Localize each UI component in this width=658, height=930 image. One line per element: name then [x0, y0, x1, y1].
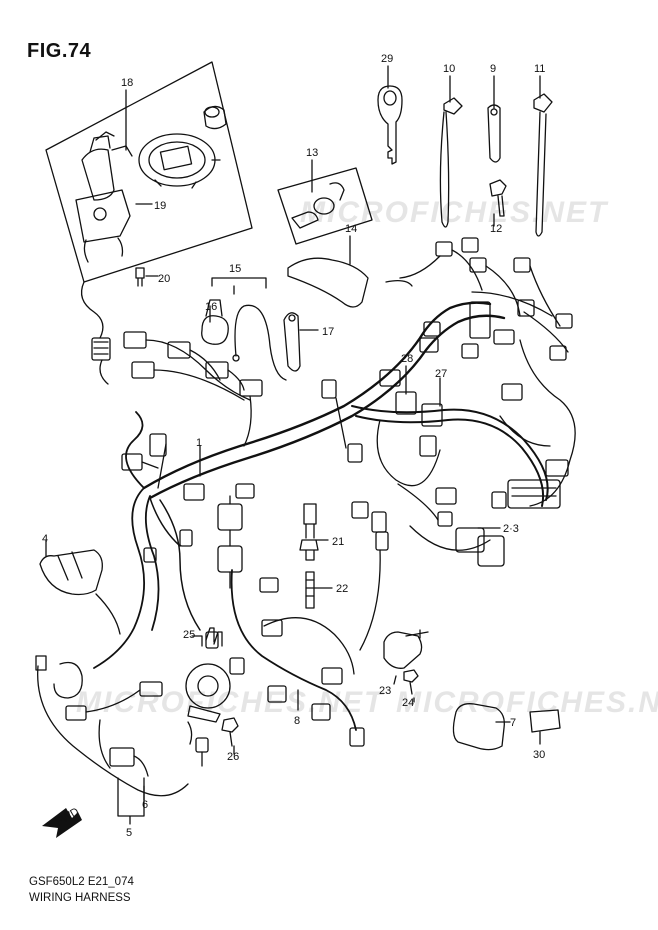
callout-13: 13 [306, 147, 318, 159]
callout-17: 17 [322, 326, 334, 338]
callout-2-3: 2·3 [503, 523, 519, 535]
callout-8: 8 [294, 715, 300, 727]
model-code: GSF650L2 E21_074 [29, 876, 134, 888]
callout-4: 4 [42, 533, 48, 545]
callout-16: 16 [205, 301, 217, 313]
callout-30: 30 [533, 749, 545, 761]
callout-27: 27 [435, 368, 447, 380]
callout-14: 14 [345, 223, 357, 235]
connectors-upper-left [123, 331, 263, 447]
callout-15: 15 [229, 263, 241, 275]
callout-29: 29 [381, 53, 393, 65]
callout-10: 10 [443, 63, 455, 75]
callout-9: 9 [490, 63, 496, 75]
cable-tie [533, 93, 553, 237]
connectors-upper-right [385, 237, 573, 361]
ignition-switch-set [45, 61, 253, 287]
clamp-9 [487, 104, 501, 163]
figure-title: FIG.74 [27, 40, 92, 62]
watermark-top: MICROFICHES.NET [300, 196, 609, 229]
callout-24: 24 [402, 697, 414, 709]
pad [287, 257, 369, 308]
watermark-bottom-right: MICROFICHES.NET [396, 686, 658, 719]
callout-20: 20 [158, 273, 170, 285]
callout-12: 12 [490, 223, 502, 235]
diagram-name: WIRING HARNESS [29, 892, 131, 904]
callout-25: 25 [183, 629, 195, 641]
callout-18: 18 [121, 77, 133, 89]
fwd-arrow-icon: FWD [42, 806, 82, 838]
callout-22: 22 [336, 583, 348, 595]
callout-26: 26 [227, 751, 239, 763]
callout-28: 28 [401, 353, 413, 365]
clamp-10 [439, 97, 463, 228]
callout-7: 7 [510, 717, 516, 729]
callout-5: 5 [126, 827, 132, 839]
sub-harness-5 [35, 655, 189, 797]
callout-labels: 18 19 20 29 10 9 11 13 12 14 15 16 17 28… [42, 53, 545, 839]
callout-21: 21 [332, 536, 344, 548]
accessory-socket-set [277, 167, 373, 245]
key [377, 85, 403, 165]
callout-19: 19 [154, 200, 166, 212]
callout-1: 1 [196, 437, 202, 449]
callout-23: 23 [379, 685, 391, 697]
callout-6: 6 [142, 799, 148, 811]
horn [185, 627, 231, 723]
callout-11: 11 [534, 63, 545, 75]
